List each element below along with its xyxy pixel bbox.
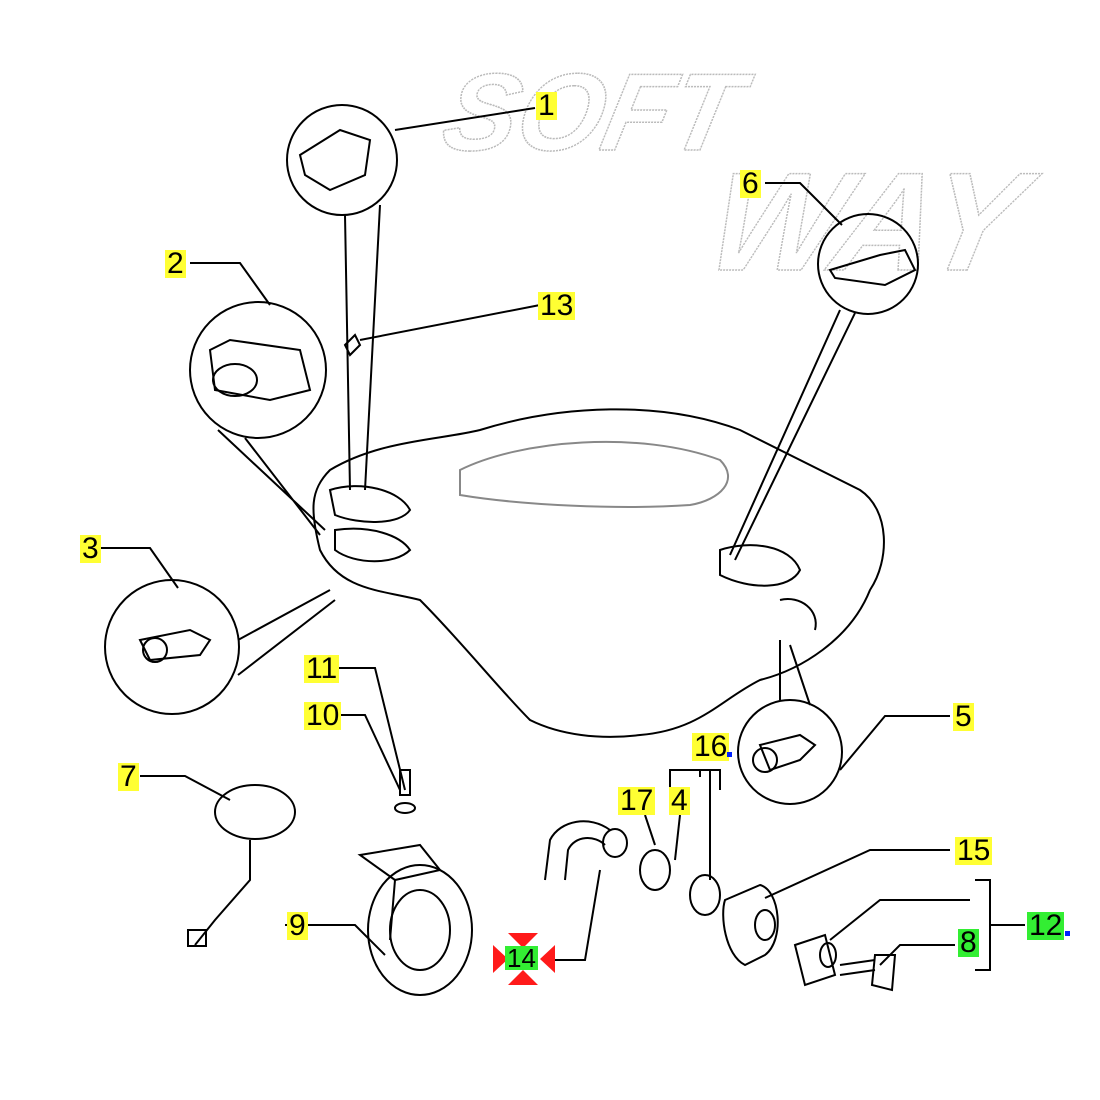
handlebar-cover [312, 408, 885, 738]
marker-dot-16 [727, 752, 732, 757]
callout-14[interactable]: 14 [505, 943, 538, 973]
callout-16[interactable]: 16 [692, 730, 730, 763]
callout-13[interactable]: 13 [538, 289, 576, 322]
detail-circle-2 [189, 301, 327, 439]
callout-17[interactable]: 17 [618, 784, 656, 817]
callout-4[interactable]: 4 [669, 784, 690, 817]
callout-3[interactable]: 3 [80, 532, 101, 565]
watermark-soft: SOFT [433, 50, 761, 174]
callout-11[interactable]: 11 [304, 652, 340, 685]
callout-7[interactable]: 7 [118, 760, 139, 793]
watermark-way: WAY [696, 144, 1049, 300]
detail-circle-1 [286, 104, 398, 216]
callout-6[interactable]: 6 [740, 167, 761, 200]
callout-1[interactable]: 1 [536, 89, 557, 122]
detail-circle-3 [104, 579, 240, 715]
callout-2[interactable]: 2 [165, 247, 186, 280]
selection-marker-14 [493, 933, 555, 985]
marker-dot-12 [1065, 931, 1070, 936]
watermark: SOFT WAY [432, 49, 1050, 301]
callout-12[interactable]: 12 [1027, 909, 1065, 942]
sensor-ring [214, 784, 296, 840]
callout-9[interactable]: 9 [287, 909, 308, 942]
callout-15[interactable]: 15 [955, 834, 993, 867]
callout-10[interactable]: 10 [304, 699, 342, 732]
callout-5[interactable]: 5 [953, 700, 974, 733]
callout-8[interactable]: 8 [958, 926, 979, 959]
horn [367, 864, 473, 996]
detail-circle-5 [737, 699, 843, 805]
detail-circle-6 [817, 213, 919, 315]
